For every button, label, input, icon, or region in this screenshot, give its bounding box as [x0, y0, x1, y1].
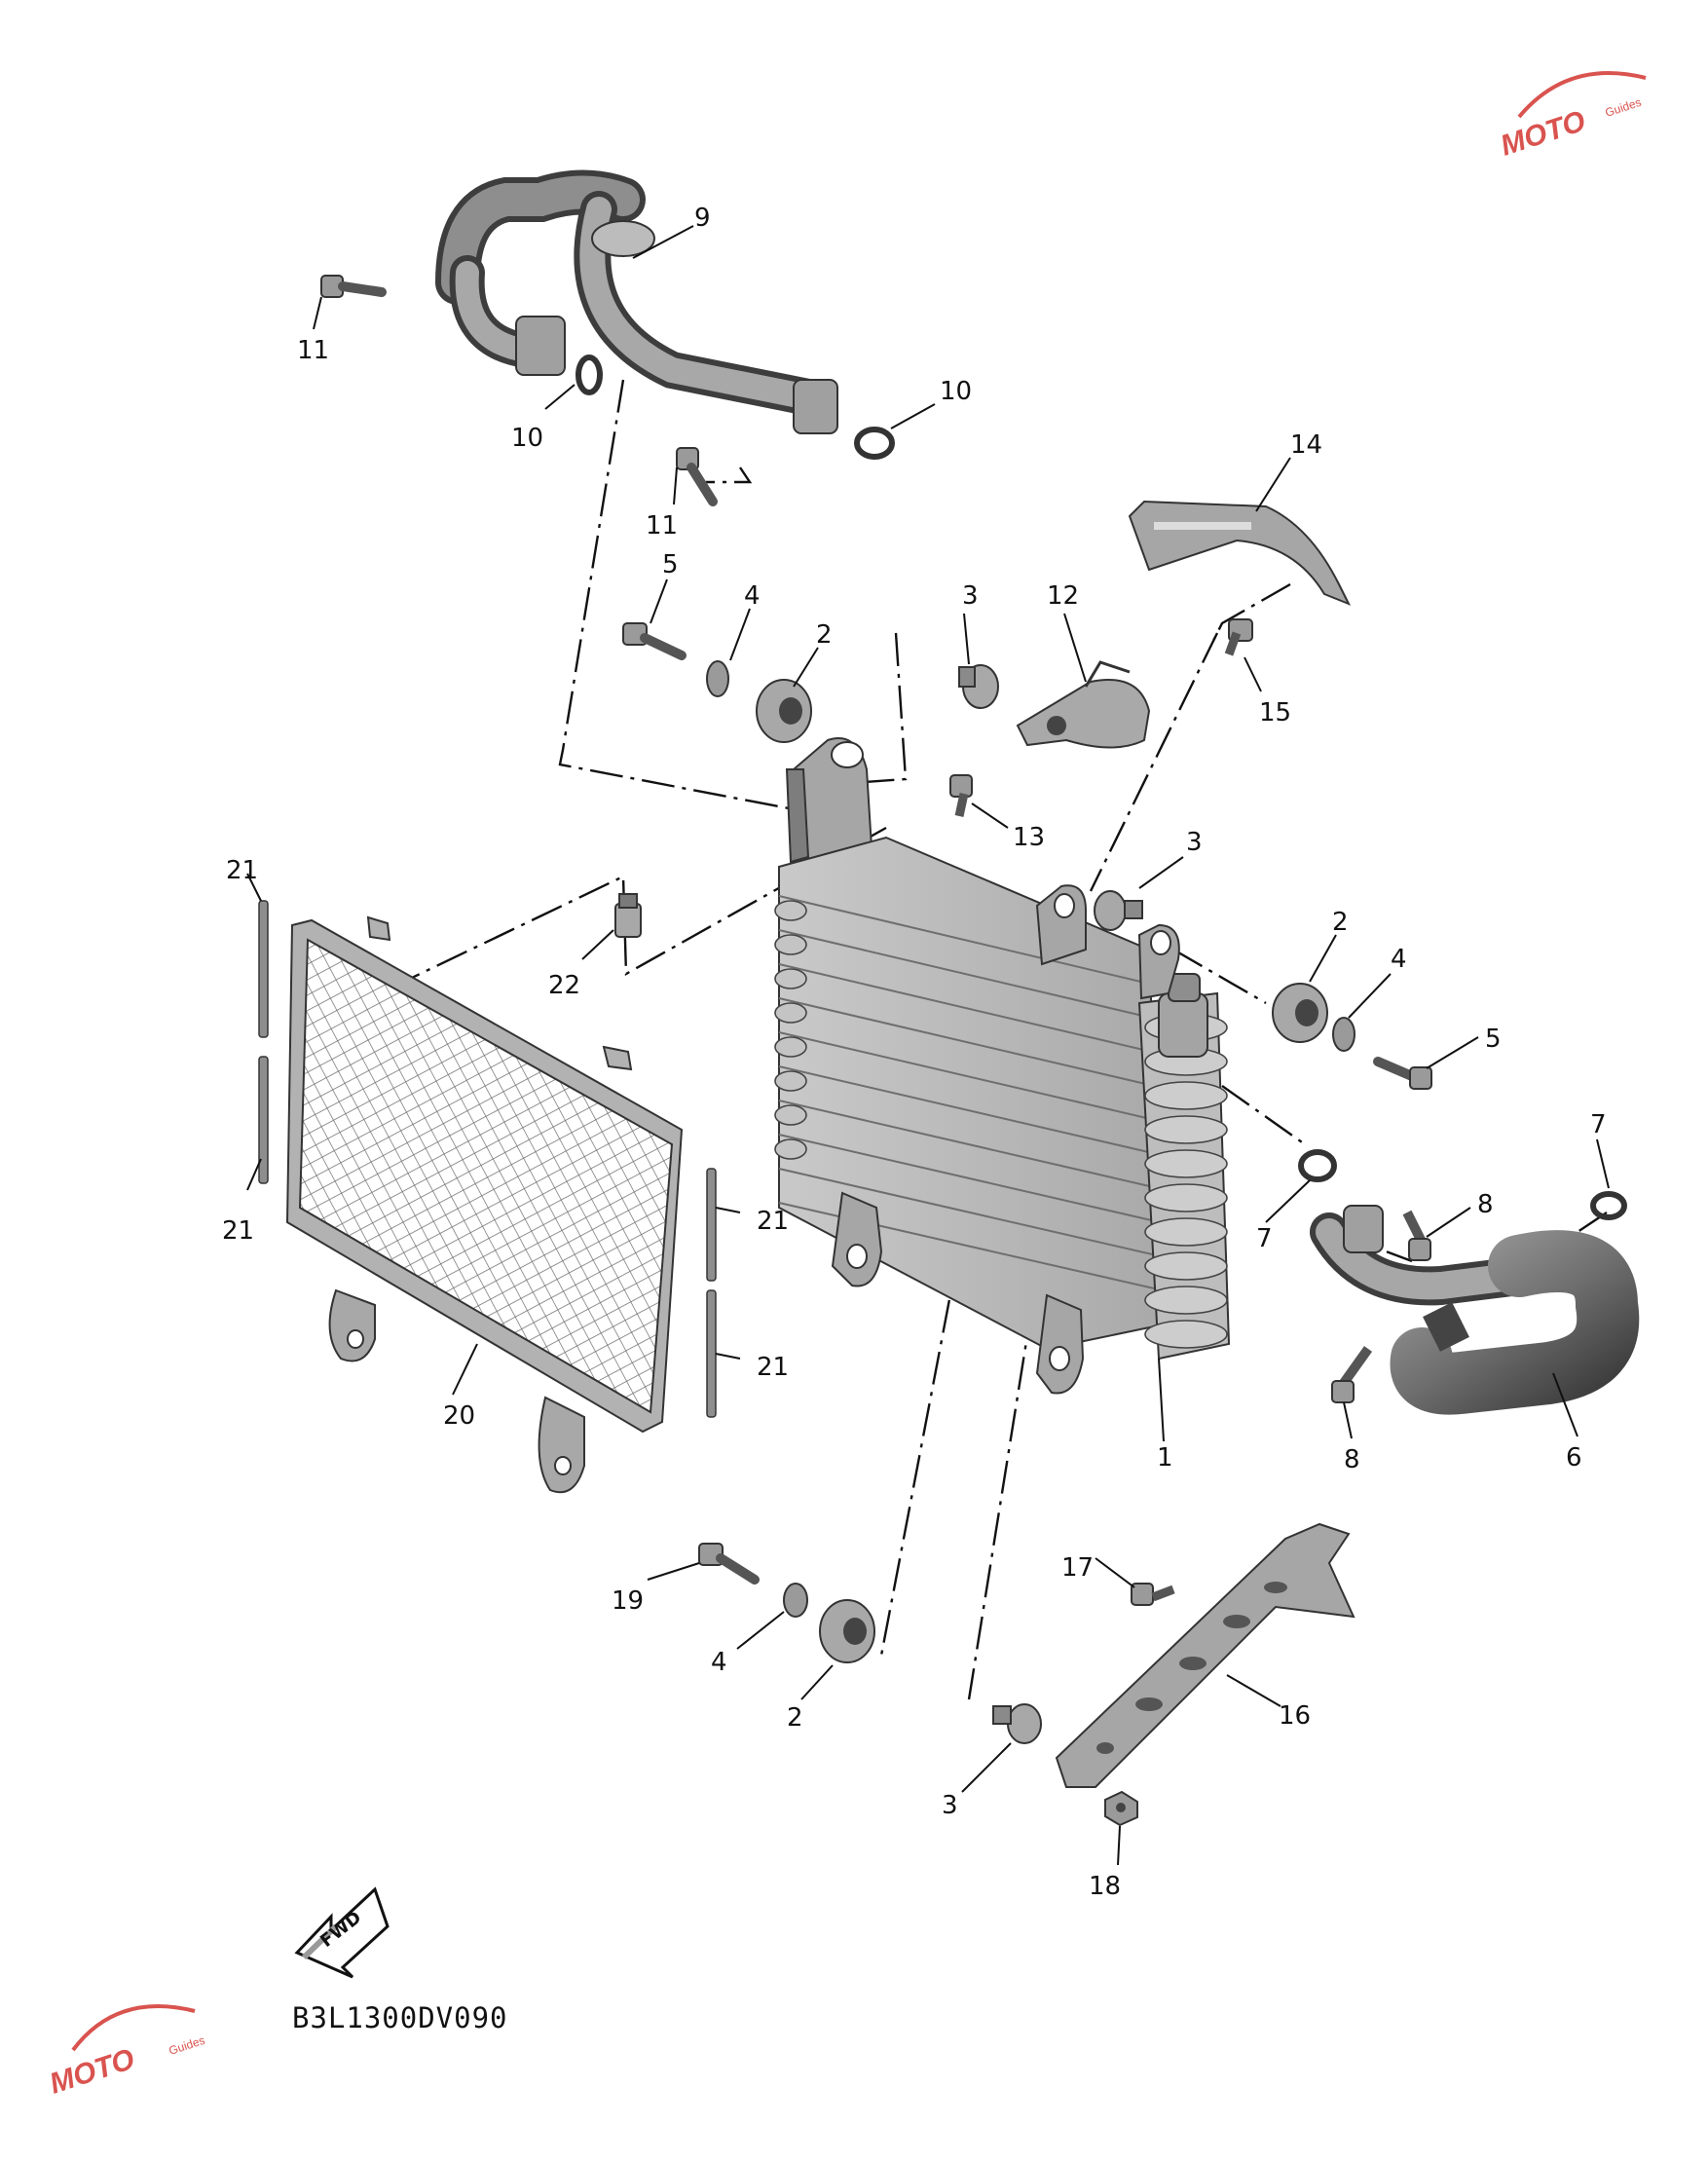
callout-11-top: 11 [297, 336, 329, 365]
callout-13: 13 [1013, 823, 1045, 852]
callout-3-bottom: 3 [942, 1791, 958, 1820]
oil-hose-upper [435, 169, 838, 434]
callout-7-right: 7 [1590, 1110, 1607, 1139]
callout-12: 12 [1047, 581, 1079, 611]
clip-22 [614, 893, 642, 938]
grommet-2-top [756, 679, 812, 743]
watermark-brand: MOTO [1497, 105, 1589, 163]
callout-labels: 1 2 2 2 3 3 3 4 4 4 5 5 6 7 7 8 8 9 10 1… [222, 204, 1607, 1901]
oil-cooler-1 [774, 737, 1231, 1395]
watermark-brand: MOTO [46, 2043, 138, 2101]
callout-21-top-left: 21 [226, 856, 258, 885]
callout-4-mid: 4 [1391, 945, 1407, 974]
oil-hose-lower [1310, 1205, 1640, 1415]
callout-3-top: 3 [962, 581, 979, 611]
callout-3-mid: 3 [1186, 828, 1203, 857]
bolt-13 [949, 774, 973, 817]
callout-20: 20 [443, 1401, 475, 1431]
callout-10-right: 10 [940, 377, 972, 406]
callout-2-top: 2 [816, 620, 833, 650]
o-ring-7-right [1590, 1191, 1627, 1220]
bolt-11-top [320, 275, 387, 298]
bolt-8-lower [1331, 1346, 1373, 1403]
callout-8-upper: 8 [1477, 1190, 1494, 1219]
washer-4-top [706, 660, 729, 697]
o-ring-7-left [1298, 1149, 1337, 1182]
collar-3-top [958, 664, 999, 709]
callout-6: 6 [1566, 1443, 1582, 1473]
callout-17: 17 [1061, 1553, 1094, 1583]
callout-21-right-upper: 21 [757, 1207, 789, 1236]
callout-18: 18 [1089, 1872, 1121, 1901]
watermark-bottom-left: MOTO Guides [46, 2004, 206, 2101]
callout-10-left: 10 [511, 424, 543, 453]
callout-4-bottom: 4 [711, 1648, 727, 1677]
callout-22: 22 [548, 971, 580, 1000]
callout-16: 16 [1279, 1701, 1311, 1731]
callout-21-bottom-left: 21 [222, 1216, 254, 1246]
o-ring-10-left [576, 354, 603, 395]
callout-2-bottom: 2 [787, 1703, 803, 1733]
callout-8-lower: 8 [1344, 1445, 1360, 1474]
nut-18 [1104, 1790, 1138, 1827]
leader-lines [246, 225, 1610, 1866]
bolt-17 [1131, 1583, 1175, 1606]
washer-4-bottom [783, 1583, 808, 1618]
callout-19: 19 [612, 1586, 644, 1616]
watermark-top-right: MOTO Guides [1497, 71, 1647, 163]
grommet-2-mid [1272, 983, 1328, 1043]
callout-2-mid: 2 [1332, 908, 1349, 937]
bolt-15 [1224, 618, 1253, 656]
callout-5-top: 5 [662, 550, 679, 579]
callout-14: 14 [1290, 430, 1322, 460]
bolt-5-top [622, 622, 687, 660]
bracket-14 [1128, 500, 1352, 606]
callout-1: 1 [1157, 1443, 1173, 1473]
o-ring-10-right [854, 427, 895, 460]
collar-3-mid [1094, 890, 1143, 931]
watermark-sub: Guides [167, 2033, 206, 2058]
bolt-8-upper [1402, 1210, 1431, 1261]
grommet-2-bottom [819, 1599, 875, 1663]
bolt-11-middle [676, 447, 718, 506]
callout-4-top: 4 [744, 581, 761, 611]
callout-9: 9 [694, 204, 711, 233]
callout-21-right-lower: 21 [757, 1353, 789, 1382]
washer-4-mid [1332, 1017, 1355, 1052]
callout-7-left: 7 [1256, 1224, 1273, 1253]
callout-11-middle: 11 [646, 511, 678, 541]
bracket-12 [1016, 660, 1151, 749]
collar-3-bottom [992, 1703, 1042, 1744]
cooler-guard-20 [285, 915, 684, 1494]
bolt-5-mid [1373, 1057, 1432, 1090]
watermark-sub: Guides [1604, 95, 1643, 120]
fwd-arrow: FWD [294, 1886, 390, 1979]
callout-15: 15 [1259, 698, 1291, 727]
bolt-19 [698, 1543, 760, 1585]
diagram-code: B3L1300DV090 [292, 2001, 508, 2034]
callout-5-mid: 5 [1485, 1025, 1502, 1054]
damper-strips-21 [258, 900, 717, 1418]
stay-bracket-16 [1055, 1522, 1355, 1788]
